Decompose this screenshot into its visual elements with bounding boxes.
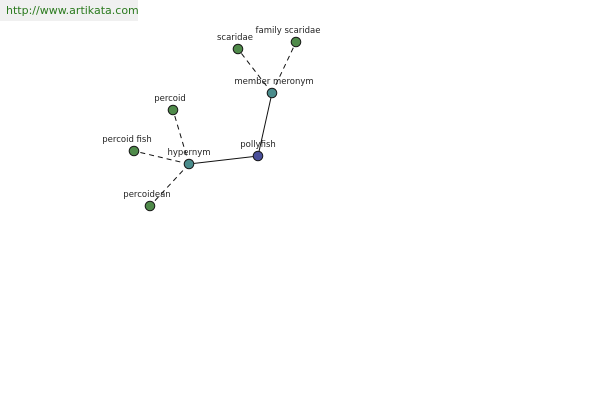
node-label-percoid[interactable]: percoid	[154, 94, 186, 104]
node-percoid[interactable]	[167, 104, 179, 116]
node-parrotfish[interactable]	[252, 150, 264, 162]
edge-hypernym-to-percoid	[172, 109, 190, 165]
node-percoid-fish[interactable]	[128, 145, 140, 157]
edge-parrotfish-to-member-meronym	[257, 92, 273, 157]
node-hypernym[interactable]	[183, 158, 195, 170]
node-member-meronym[interactable]	[266, 87, 278, 99]
node-label-member-meronym[interactable]: member meronym	[234, 77, 313, 87]
edge-hypernym-to-percoid-fish	[133, 150, 190, 165]
nodes-layer	[128, 36, 302, 212]
edge-member-meronym-to-scaridae	[237, 48, 273, 94]
edge-parrotfish-to-hypernym	[188, 155, 259, 165]
node-label-family-scaridae[interactable]: family scaridae	[256, 26, 321, 36]
node-label-scaridae[interactable]: scaridae	[217, 33, 253, 43]
node-family-scaridae[interactable]	[290, 36, 302, 48]
site-url-link[interactable]: http://www.artikata.com	[0, 0, 139, 21]
node-label-parrotfish[interactable]: pollyfish	[240, 140, 276, 150]
labels-layer: pollyfish member meronym hypernym scaridaef…	[102, 26, 320, 200]
node-percoidean[interactable]	[144, 200, 156, 212]
node-label-percoid-fish[interactable]: percoid fish	[102, 135, 151, 145]
node-label-hypernym[interactable]: hypernym	[167, 148, 210, 158]
edges-layer	[133, 41, 297, 207]
node-scaridae[interactable]	[232, 43, 244, 55]
node-label-percoidean[interactable]: percoidean	[123, 190, 170, 200]
edge-hypernym-to-percoidean	[149, 163, 190, 207]
edge-member-meronym-to-family-scaridae	[271, 41, 297, 94]
